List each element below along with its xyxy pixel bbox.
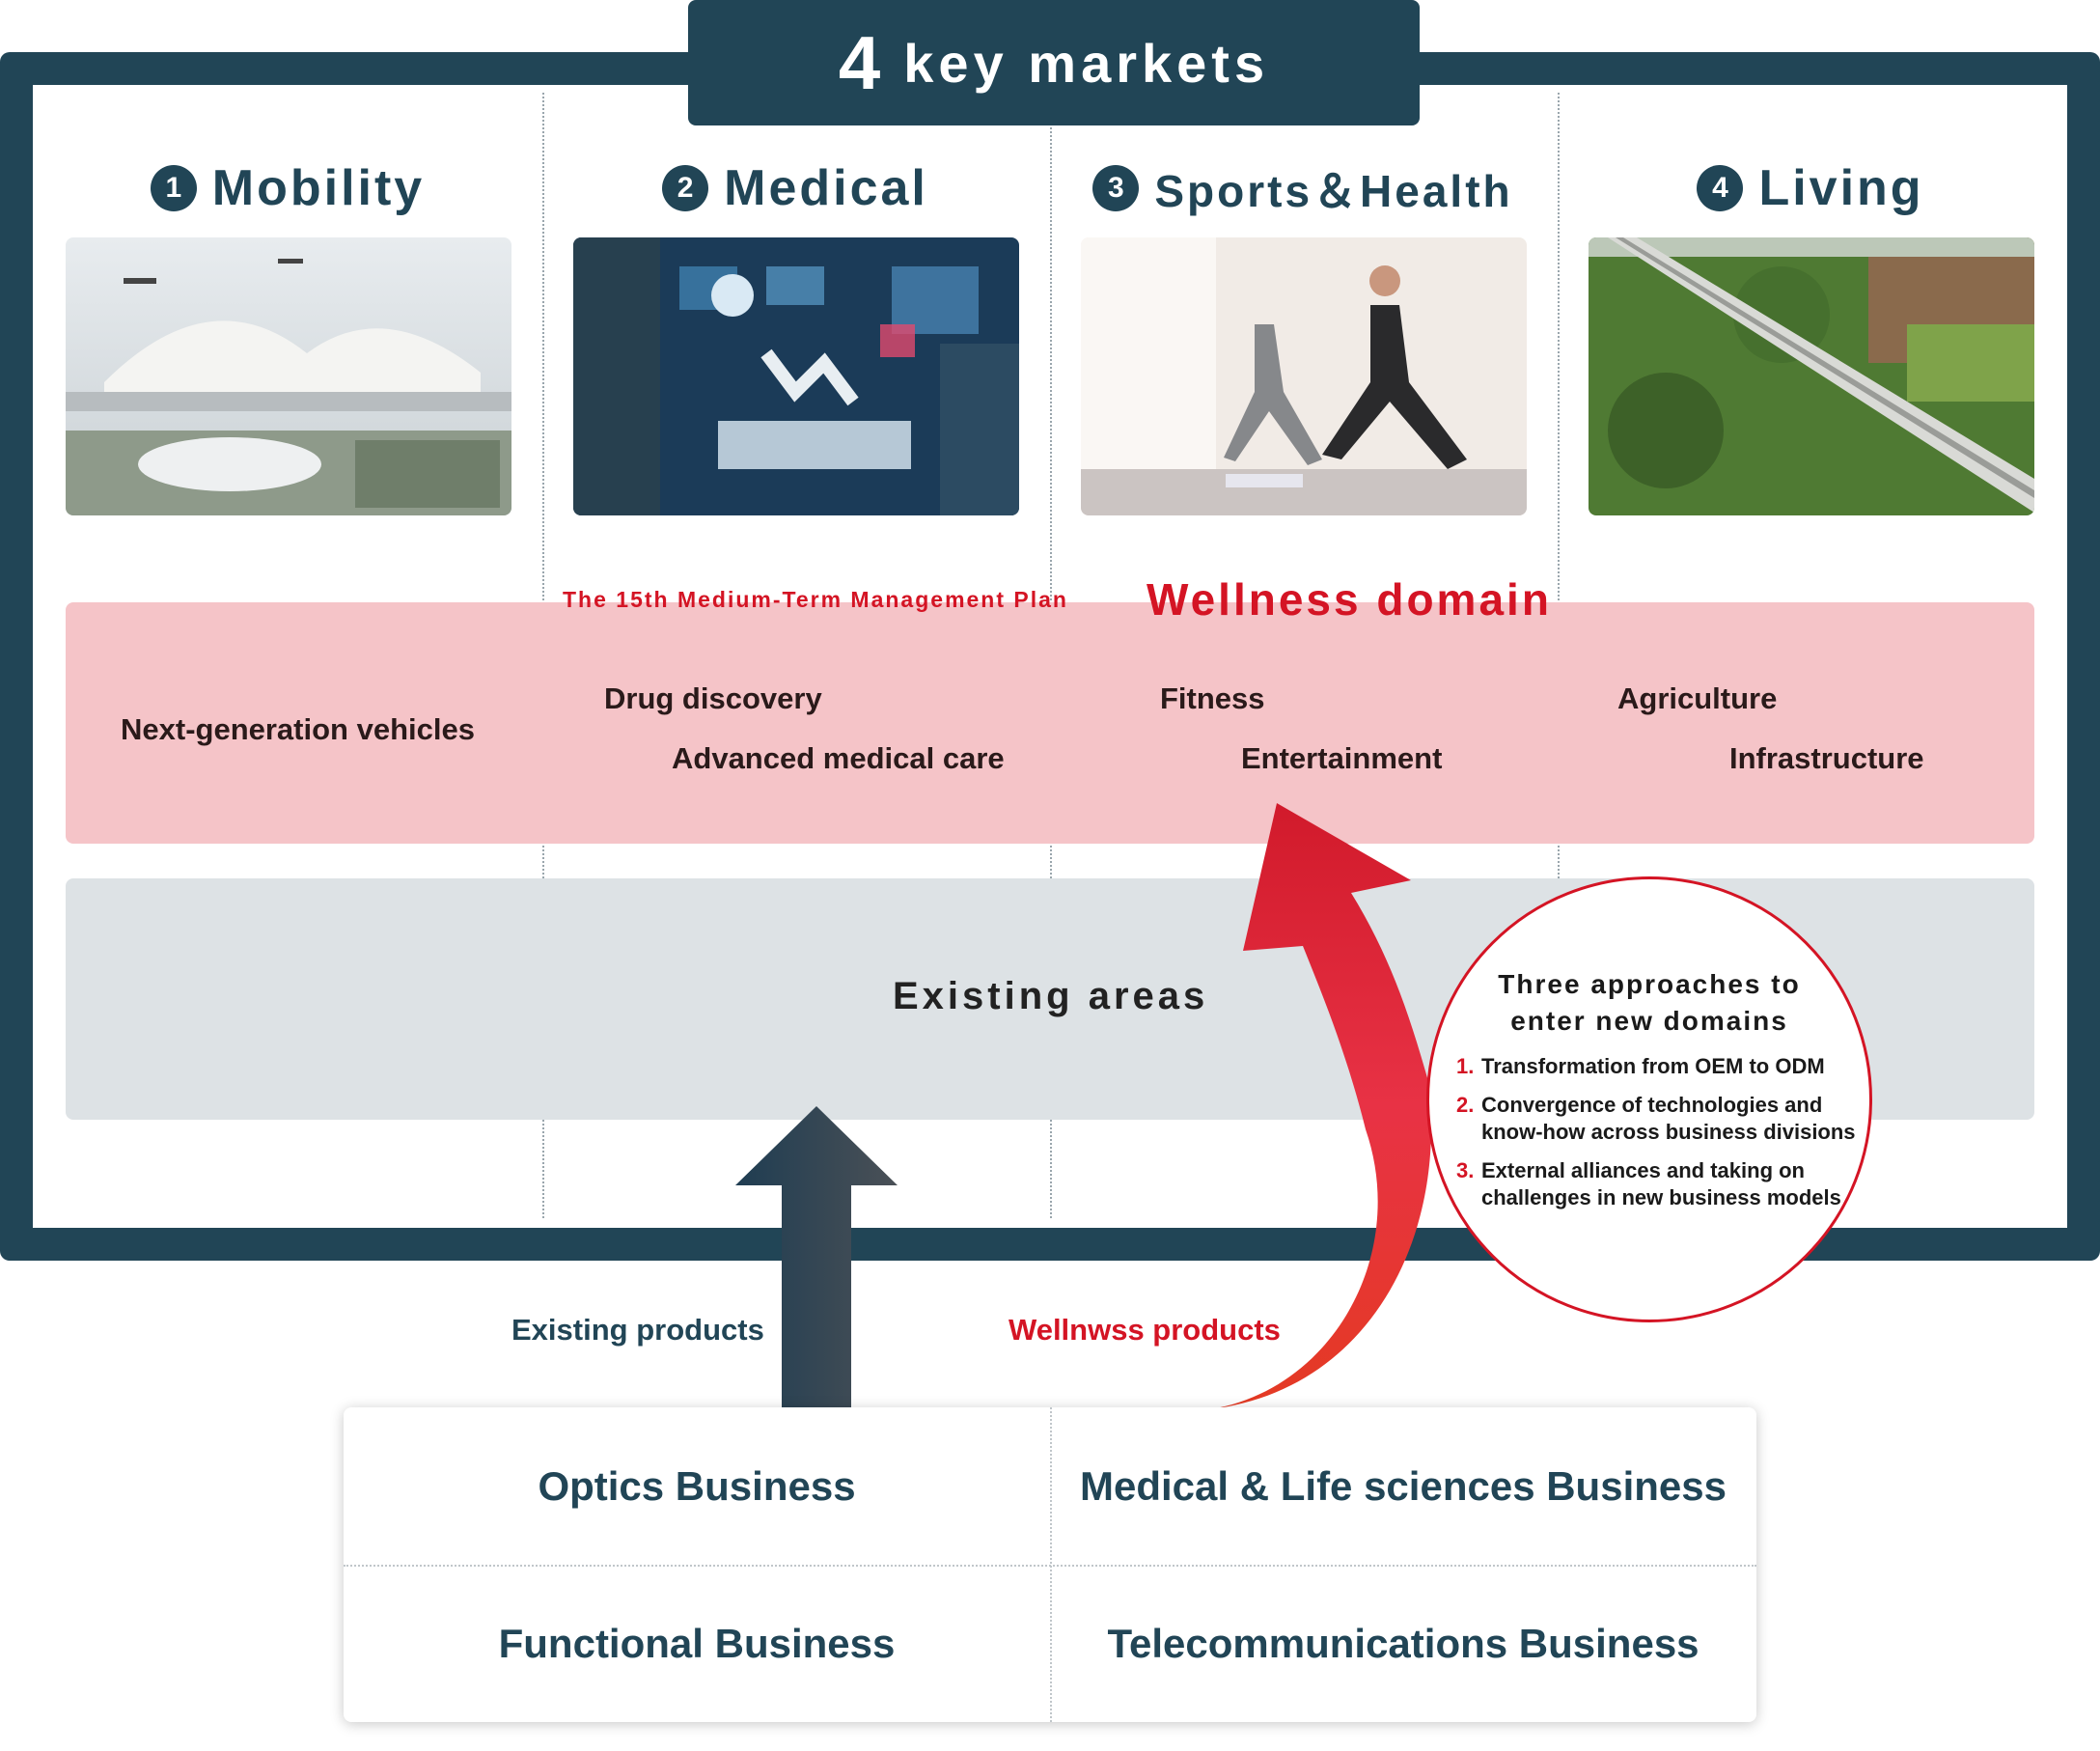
approaches-list: 1. Transformation from OEM to ODM 2. Con… xyxy=(1456,1053,1862,1223)
number-badge: 4 xyxy=(1697,165,1744,211)
market-heading-medical: 2 Medical xyxy=(554,154,1036,222)
approach-number: 3. xyxy=(1456,1158,1475,1182)
business-optics: Optics Business xyxy=(538,1462,856,1509)
business-medical-life-sciences: Medical & Life sciences Business xyxy=(1080,1462,1727,1509)
wellness-item-fitness: Fitness xyxy=(1160,681,1265,715)
existing-areas-label: Existing areas xyxy=(893,975,1209,1017)
market-label: Sports＆Health xyxy=(1154,166,1513,216)
title-number: 4 xyxy=(838,19,881,105)
business-grid: Optics Business Medical & Life sciences … xyxy=(344,1407,1756,1722)
business-telecommunications: Telecommunications Business xyxy=(1107,1620,1699,1666)
approaches-title-line: Three approaches to xyxy=(1498,969,1801,999)
business-functional: Functional Business xyxy=(498,1620,896,1666)
number-badge: 2 xyxy=(662,165,709,211)
wellness-item-infrastructure: Infrastructure xyxy=(1729,741,1924,775)
approach-text: Transformation from OEM to ODM xyxy=(1481,1054,1825,1078)
market-heading-living: 4 Living xyxy=(1569,154,2052,222)
wellness-item-next-generation-vehicles: Next-generation vehicles xyxy=(121,712,475,746)
approaches-title: Three approaches to enter new domains xyxy=(1429,966,1869,1040)
existing-products-label: Existing products xyxy=(511,1313,764,1347)
wellness-item-advanced-medical-care: Advanced medical care xyxy=(672,741,1005,775)
market-heading-mobility: 1 Mobility xyxy=(46,154,529,222)
market-label: Medical xyxy=(724,160,928,216)
market-label: Mobility xyxy=(211,160,426,216)
wellness-item-drug-discovery: Drug discovery xyxy=(604,681,822,715)
wellness-products-label: Wellnwss products xyxy=(1009,1313,1281,1347)
approach-item: 3. External alliances and taking on chal… xyxy=(1456,1157,1862,1211)
approach-number: 2. xyxy=(1456,1093,1475,1117)
number-badge: 3 xyxy=(1092,165,1140,211)
living-photo xyxy=(1589,237,2034,515)
mobility-photo xyxy=(66,237,511,515)
approaches-callout: Three approaches to enter new domains 1.… xyxy=(1426,876,1872,1322)
page-title: 4 key markets xyxy=(688,0,1420,125)
approach-number: 1. xyxy=(1456,1054,1475,1078)
wellness-domain-band xyxy=(66,602,2034,844)
market-heading-sports-health: 3 Sports＆Health xyxy=(1062,154,1544,222)
approach-item: 2. Convergence of technologies and know-… xyxy=(1456,1092,1862,1146)
approach-item: 1. Transformation from OEM to ODM xyxy=(1456,1053,1862,1080)
grid-divider xyxy=(344,1565,1756,1567)
approaches-title-line: enter new domains xyxy=(1510,1006,1788,1036)
number-badge: 1 xyxy=(150,165,197,211)
approach-text: External alliances and taking on challen… xyxy=(1481,1158,1841,1209)
sports-health-photo xyxy=(1081,237,1527,515)
wellness-item-entertainment: Entertainment xyxy=(1241,741,1443,775)
wellness-domain-title: Wellness domain xyxy=(1147,574,1552,625)
medical-photo xyxy=(573,237,1019,515)
plan-label: The 15th Medium-Term Management Plan xyxy=(563,587,1068,612)
title-text: key markets xyxy=(903,32,1270,94)
wellness-item-agriculture: Agriculture xyxy=(1617,681,1778,715)
market-label: Living xyxy=(1758,160,1924,216)
approach-text: Convergence of technologies and know-how… xyxy=(1481,1093,1856,1144)
